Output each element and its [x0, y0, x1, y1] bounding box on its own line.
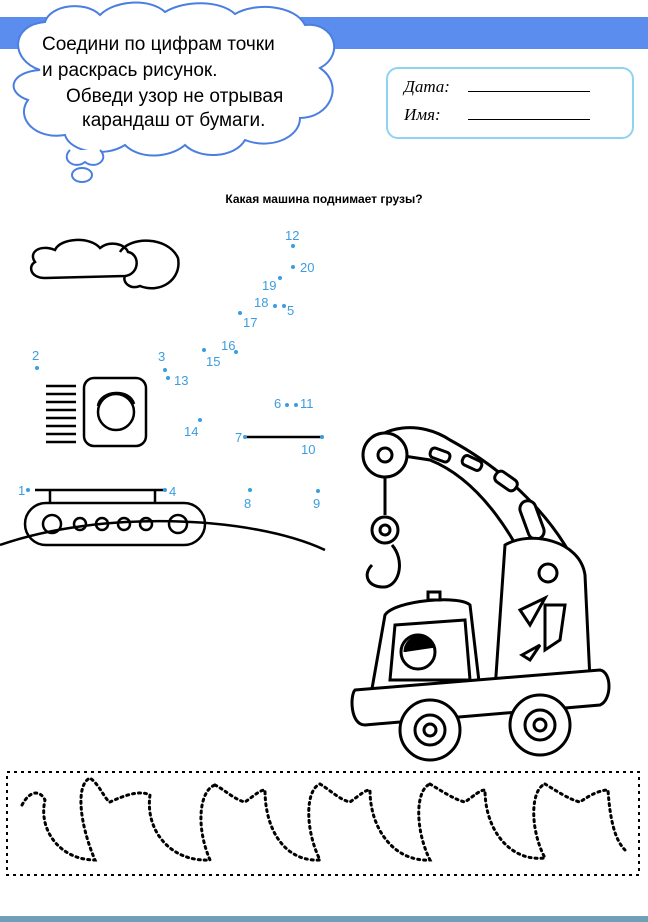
dot-label: 20: [300, 260, 314, 275]
dot-label: 17: [243, 315, 257, 330]
footer-line: [0, 916, 648, 922]
dot: [26, 488, 30, 492]
dot: [320, 435, 324, 439]
dot-label: 5: [287, 303, 294, 318]
thought-bubble: [12, 1, 336, 183]
question-title: Какая машина поднимает грузы?: [225, 192, 423, 206]
dot: [166, 376, 170, 380]
boy-portrait: [46, 376, 148, 448]
dot-label: 6: [274, 396, 281, 411]
dot: [294, 403, 298, 407]
crane-truck: [350, 426, 611, 762]
dot-label: 12: [285, 228, 299, 243]
dot-label: 13: [174, 373, 188, 388]
dot: [234, 350, 238, 354]
dot: [198, 418, 202, 422]
dot: [278, 276, 282, 280]
dot: [273, 304, 277, 308]
dot: [282, 304, 286, 308]
dot: [35, 366, 39, 370]
info-box: Дата: Имя:: [386, 67, 634, 139]
dot: [163, 368, 167, 372]
cloud-drawing: [29, 238, 180, 290]
dot: [243, 435, 247, 439]
dot-label: 3: [158, 349, 165, 364]
dot-label: 10: [301, 442, 315, 457]
dot-label: 11: [300, 396, 314, 411]
dot-label: 2: [32, 348, 39, 363]
dot-label: 15: [206, 354, 220, 369]
dot-label: 14: [184, 424, 198, 439]
dot: [238, 311, 242, 315]
tracing-pattern: [20, 776, 627, 862]
name-field[interactable]: [468, 119, 590, 120]
dot: [202, 348, 206, 352]
dot-labels: 1 2 3 4 5 6 7 8 9 10 11 12 13 14 15 16 1…: [18, 228, 320, 511]
dot: [285, 403, 289, 407]
dot-label: 7: [235, 430, 242, 445]
connect-the-dots: [26, 244, 324, 493]
dot: [291, 265, 295, 269]
dot: [163, 488, 167, 492]
dot: [248, 488, 252, 492]
dot: [291, 244, 295, 248]
dot-label: 4: [169, 484, 176, 499]
instruction-line-1: Соедини по цифрам точки: [42, 34, 275, 55]
instruction-line-3: Обведи узор не отрывая: [66, 86, 284, 107]
dot-label: 19: [262, 278, 276, 293]
dot: [316, 489, 320, 493]
instruction-line-2: и раскрась рисунок.: [42, 60, 218, 81]
instruction-line-4: карандаш от бумаги.: [82, 110, 266, 131]
dot-label: 18: [254, 295, 268, 310]
dot-label: 8: [244, 496, 251, 511]
date-field[interactable]: [468, 91, 590, 92]
dot-label: 1: [18, 483, 25, 498]
date-label: Дата:: [404, 77, 450, 96]
dot-label: 9: [313, 496, 320, 511]
name-label: Имя:: [404, 105, 441, 124]
tank-base: [0, 488, 326, 552]
tracing-border: [6, 771, 640, 876]
dot-label: 16: [221, 338, 235, 353]
